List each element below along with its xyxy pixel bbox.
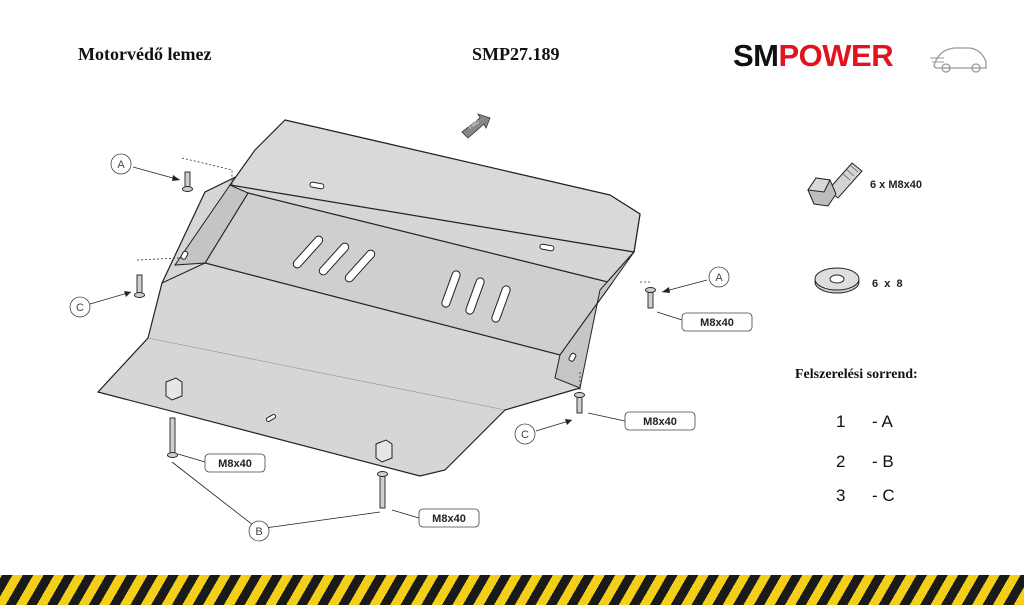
page-title: Motorvédő lemez <box>78 44 212 64</box>
svg-text:M8x40: M8x40 <box>700 317 734 329</box>
skid-plate-diagram: FWD A A C C B M8x40 <box>69 113 863 542</box>
bolt-part-icon <box>807 162 863 207</box>
svg-text:C: C <box>521 429 529 441</box>
brand-logo: SMPOWER <box>733 38 894 74</box>
hazard-stripe-footer <box>0 575 1024 605</box>
install-step-2: 2- B <box>836 452 894 471</box>
svg-text:A: A <box>117 159 125 171</box>
installation-title: Felszerelési sorrend: <box>795 367 918 382</box>
logo-power: POWER <box>778 38 894 73</box>
callout-c-left: C <box>69 296 91 318</box>
callout-a-left: A <box>110 153 132 175</box>
svg-text:C: C <box>76 302 84 314</box>
logo-sm: SM <box>733 38 779 73</box>
bolt-label-1: M8x40 <box>681 312 753 332</box>
bolt-label-2: M8x40 <box>624 411 696 431</box>
svg-text:A: A <box>715 272 723 284</box>
svg-text:M8x40: M8x40 <box>432 513 466 525</box>
part-code: SMP27.189 <box>472 44 560 64</box>
callout-b: B <box>248 520 270 542</box>
car-outline-icon <box>930 47 987 73</box>
callout-c-bottom: C <box>514 423 536 445</box>
bolt-label-3: M8x40 <box>204 453 266 473</box>
svg-text:FWD: FWD <box>468 119 481 131</box>
washer-spec: 6 x 8 <box>872 278 903 290</box>
bolt-spec: 6 x M8x40 <box>870 179 922 191</box>
bolt-label-4: M8x40 <box>418 508 480 528</box>
svg-text:B: B <box>255 526 262 538</box>
install-step-3: 3- C <box>836 486 895 505</box>
washer-part-icon <box>814 267 860 294</box>
svg-text:M8x40: M8x40 <box>643 416 677 428</box>
callout-a-right: A <box>708 266 730 288</box>
install-step-1: 1- A <box>836 412 893 431</box>
svg-text:M8x40: M8x40 <box>218 458 252 470</box>
direction-arrow-icon: FWD <box>461 113 491 139</box>
